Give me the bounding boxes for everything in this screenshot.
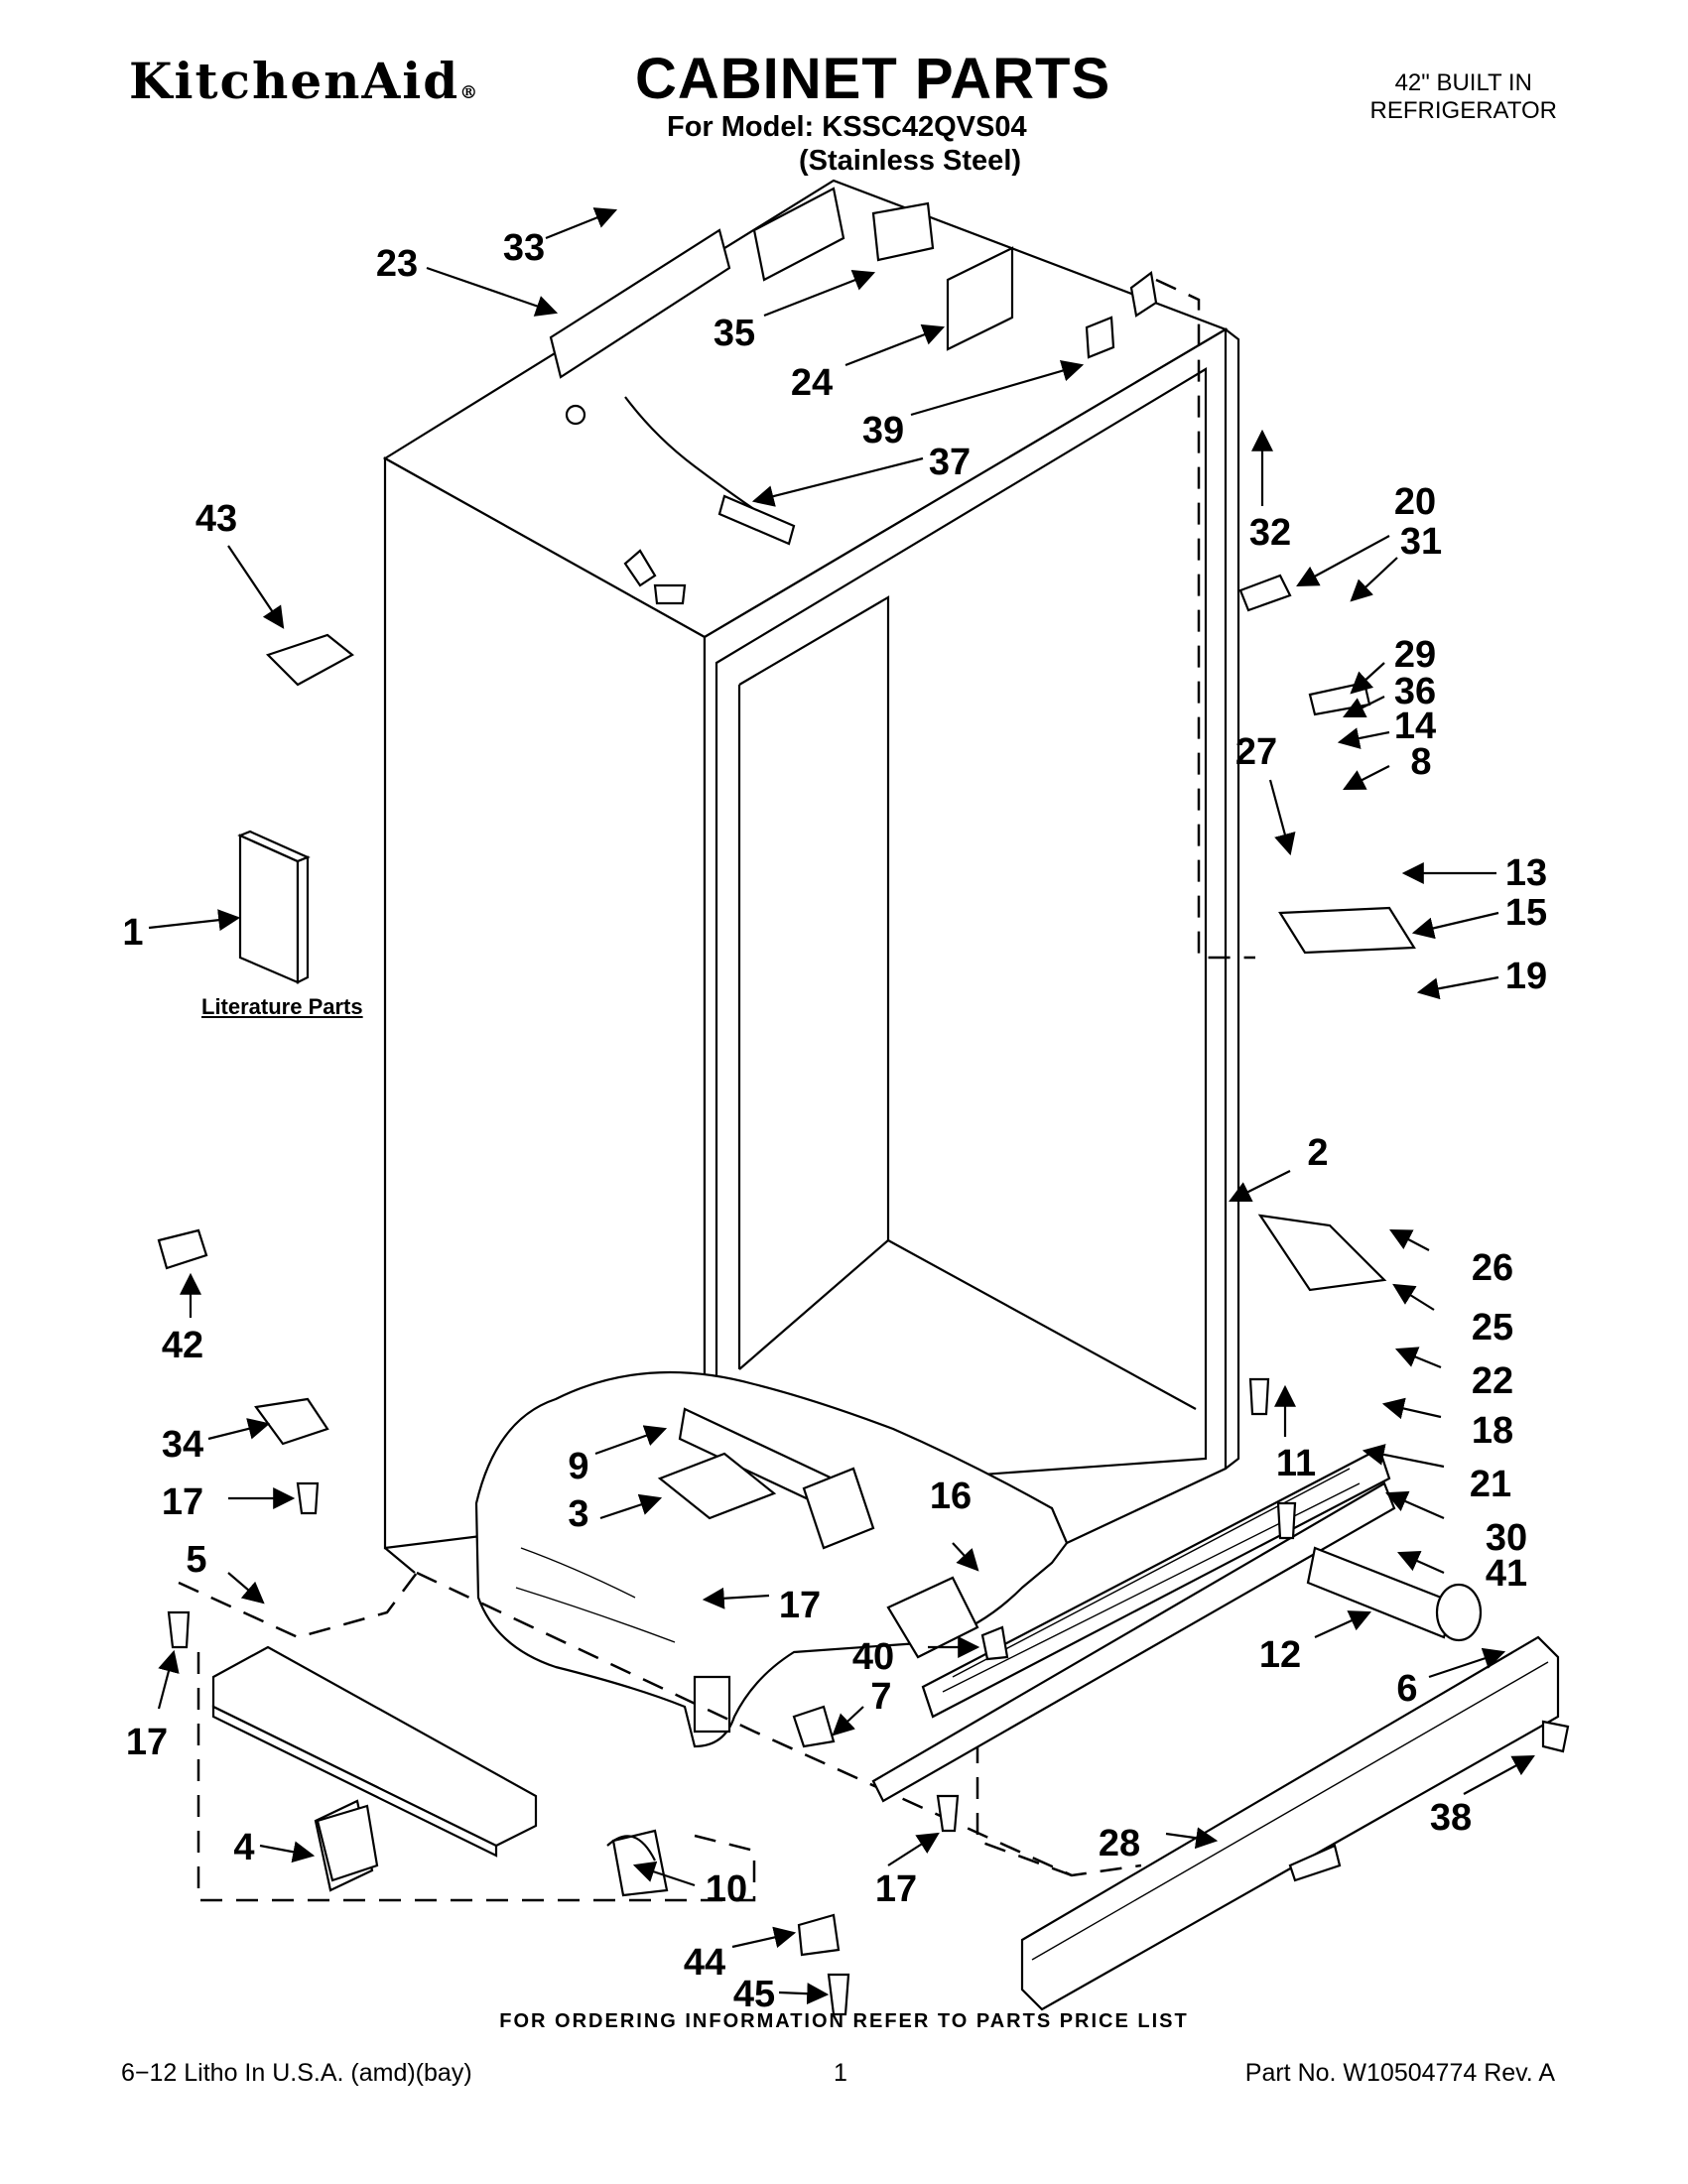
callout-17-b: 17 [778,1585,822,1626]
callout-33: 33 [502,227,546,269]
cabinet-shell [382,179,1255,1574]
callout-42: 42 [161,1325,204,1366]
callout-40: 40 [851,1636,895,1678]
callout-45: 45 [732,1974,776,2015]
callout-38: 38 [1429,1797,1473,1839]
callout-8: 8 [1410,741,1432,783]
callout-39: 39 [861,410,905,451]
callout-1: 1 [122,912,144,954]
page-title: CABINET PARTS [635,47,1111,111]
callout-14: 14 [1393,706,1437,747]
finish-line: (Stainless Steel) [799,145,1022,177]
callout-24: 24 [790,362,834,404]
callout-16: 16 [929,1476,973,1517]
callout-12: 12 [1258,1634,1302,1676]
callout-7: 7 [870,1676,892,1718]
literature-parts-label: Literature Parts [201,994,363,1019]
callout-43: 43 [195,498,238,540]
callout-31: 31 [1399,521,1443,563]
callout-35: 35 [713,313,756,354]
page-number: 1 [834,2059,847,2087]
brand-logo: KitchenAid® [129,52,480,110]
literature-book [237,830,311,984]
callout-17-c: 17 [125,1722,169,1763]
callout-5: 5 [186,1539,207,1581]
callout-15: 15 [1504,892,1548,934]
callout-22: 22 [1471,1360,1514,1402]
callout-32: 32 [1248,512,1292,554]
callout-27: 27 [1234,731,1278,773]
appliance-type-line-2: REFRIGERATOR [1369,97,1557,124]
registered-mark: ® [459,82,480,103]
callout-25: 25 [1471,1307,1514,1349]
callout-34: 34 [161,1424,204,1466]
callout-17-d: 17 [874,1868,918,1910]
callout-11: 11 [1275,1443,1317,1484]
callout-19: 19 [1504,956,1548,997]
callout-2: 2 [1307,1132,1329,1174]
callout-28: 28 [1098,1823,1141,1864]
callout-41: 41 [1485,1553,1528,1595]
callout-30: 30 [1485,1517,1528,1559]
callout-21: 21 [1469,1464,1512,1505]
callout-13: 13 [1504,852,1548,894]
cutaway-bottom-area [474,1370,1069,1748]
loose-parts [157,583,1570,2016]
callout-23: 23 [375,243,419,285]
callout-10: 10 [705,1868,748,1910]
callout-29: 29 [1393,634,1437,676]
toe-kick-panel [1020,1635,1560,2011]
callout-37: 37 [928,442,972,483]
callout-3: 3 [568,1493,589,1535]
callout-36: 36 [1393,671,1437,712]
part-number: Part No. W10504774 Rev. A [1244,2059,1555,2087]
ordering-note: FOR ORDERING INFORMATION REFER TO PARTS … [499,2010,1189,2032]
litho-note: 6−12 Litho In U.S.A. (amd)(bay) [121,2059,472,2087]
callout-4: 4 [233,1827,255,1868]
leader-lines [148,207,1535,2005]
callout-6: 6 [1396,1668,1418,1710]
callout-44: 44 [683,1942,726,1984]
callout-20: 20 [1393,481,1437,523]
appliance-type-line-1: 42" BUILT IN [1394,69,1532,96]
callout-18: 18 [1471,1410,1514,1452]
hinge-parts [1238,574,1483,1882]
callout-26: 26 [1471,1247,1514,1289]
callout-17-a: 17 [161,1481,204,1523]
appliance-type: 42" BUILT IN REFRIGERATOR [1370,69,1557,125]
callout-9: 9 [568,1446,589,1487]
model-line: For Model: KSSC42QVS04 [667,111,1027,143]
